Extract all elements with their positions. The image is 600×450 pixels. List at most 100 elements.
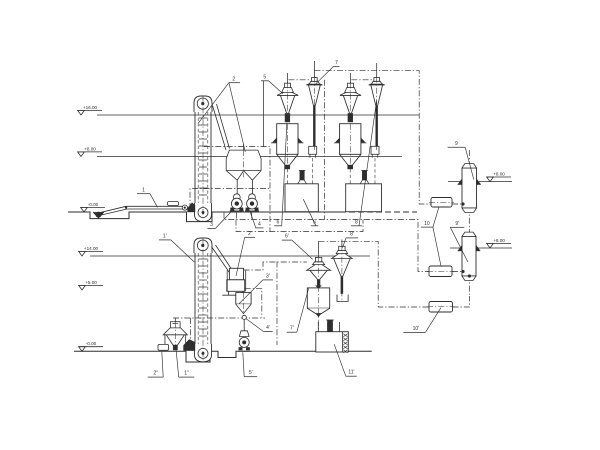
callout-1: 1 (137, 188, 158, 208)
duct-a-underband (223, 212, 429, 272)
drawing-line (343, 349, 348, 353)
drawing-polyline (359, 179, 370, 184)
callout-5: 5 (261, 75, 284, 94)
equipment-cyclone-5b (339, 82, 362, 123)
callout-label: 6' (285, 234, 289, 240)
drawing-line (291, 239, 313, 260)
callout-9: 9 (447, 141, 475, 180)
elevation-value: -0.00 (86, 341, 97, 346)
drawing-line (211, 246, 230, 273)
drawing-polygon (79, 206, 89, 213)
callout-label: 5 (263, 75, 266, 81)
drawing-polygon (475, 244, 481, 252)
drawing-polygon (344, 87, 357, 93)
drawing-rect (238, 347, 243, 351)
drawing-line (242, 352, 245, 377)
elevation-marker: +8.00 (485, 238, 511, 249)
duct-sifter-to-cyc6 (243, 261, 307, 271)
drawing-rect (245, 347, 250, 351)
drawing-rect (316, 279, 321, 286)
drawing-circle (242, 340, 247, 345)
drawing-polygon (77, 284, 87, 291)
drawing-line (197, 82, 230, 124)
drawing-polygon (183, 339, 196, 351)
equipment-belt-conveyor-1 (92, 201, 188, 219)
drawing-line (281, 122, 288, 226)
drawing-polyline (342, 258, 351, 277)
drawing-rect (239, 207, 244, 211)
drawing-polyline (288, 154, 299, 166)
elevation-value: +14.00 (84, 246, 99, 251)
callout-7: 7 (314, 60, 340, 86)
elevation-marker: +8.00 (76, 146, 102, 158)
callout-label: 5' (249, 370, 253, 376)
equipment-bin-6b (334, 123, 367, 184)
elevation-value: +8.00 (493, 171, 505, 176)
drawing-line (175, 350, 180, 378)
equipment-airlock-3 (229, 193, 244, 212)
drawing-rect (167, 201, 179, 206)
drawing-polyline (308, 84, 314, 106)
callout-label: 9' (455, 221, 459, 227)
duct-bottom-collector (318, 240, 429, 308)
drawing-polygon (76, 151, 86, 158)
junction-dots (461, 202, 471, 278)
equipment-storage-bin-7p (306, 285, 331, 345)
duct-hood-hopper3 (244, 288, 263, 318)
drawing-polygon (77, 250, 87, 257)
callout-label: 6 (313, 220, 316, 226)
drawing-line (212, 105, 227, 151)
drawing-polyline (279, 95, 288, 114)
equipment-fan-10c (427, 301, 455, 313)
drawing-polygon (461, 231, 477, 237)
elevation-marker: -0.00 (77, 341, 103, 352)
equipment-filter-9b (457, 231, 481, 281)
drawing-polygon (187, 202, 196, 213)
equipment-collector-7b (370, 105, 380, 184)
equipment-bucket-elevator-1p (183, 237, 234, 363)
drawing-polyline (276, 154, 286, 166)
duct-b-loop (235, 219, 364, 232)
callout-2: 2 (197, 76, 246, 152)
equipment-valve-4p (241, 314, 247, 331)
elevation-value: +16.00 (83, 105, 98, 110)
drawing-circle (234, 201, 239, 206)
callout-label: 7 (335, 60, 338, 66)
equipment-bucket-elevator-2 (187, 95, 230, 222)
drawing-polyline (165, 334, 175, 347)
equipment-collector-7a (308, 105, 318, 184)
callout-5': 5' (242, 352, 258, 378)
callout-label: 1 (142, 188, 145, 194)
drawing-circle (249, 201, 255, 206)
drawing-rect (461, 167, 477, 209)
equipment-airlock-5p (238, 330, 251, 352)
equipment-cyclone-1pp (162, 321, 189, 352)
callout-label: 10' (413, 326, 420, 332)
dot-filter9b-bottom (467, 274, 471, 278)
callout-label: 4 (258, 222, 261, 228)
equipment-cyclone-5a (276, 82, 299, 123)
drawing-rect (226, 279, 246, 292)
drawing-polyline (96, 208, 185, 217)
drawing-line (215, 244, 234, 272)
callout-8': 8' (342, 231, 358, 248)
drawing-polyline (351, 95, 359, 114)
drawing-polyline (297, 179, 307, 184)
drawing-line (161, 351, 164, 378)
callout-6: 6 (274, 122, 288, 227)
drawing-polygon (457, 244, 463, 252)
equipment-fan-10a (429, 197, 454, 208)
drawing-line (215, 208, 235, 229)
drawing-line (149, 193, 158, 208)
drawing-polygon (461, 275, 477, 281)
drawing-polyline (314, 84, 321, 106)
equipment-double-bin (225, 149, 262, 194)
equipment-inlet-11p (336, 294, 349, 302)
callout-9': 9' (450, 221, 469, 263)
equipment-fan-10b (427, 265, 454, 277)
drawing-rect (157, 343, 170, 351)
misc-solid-lines (174, 61, 378, 322)
callout-label: 3 (210, 222, 213, 228)
